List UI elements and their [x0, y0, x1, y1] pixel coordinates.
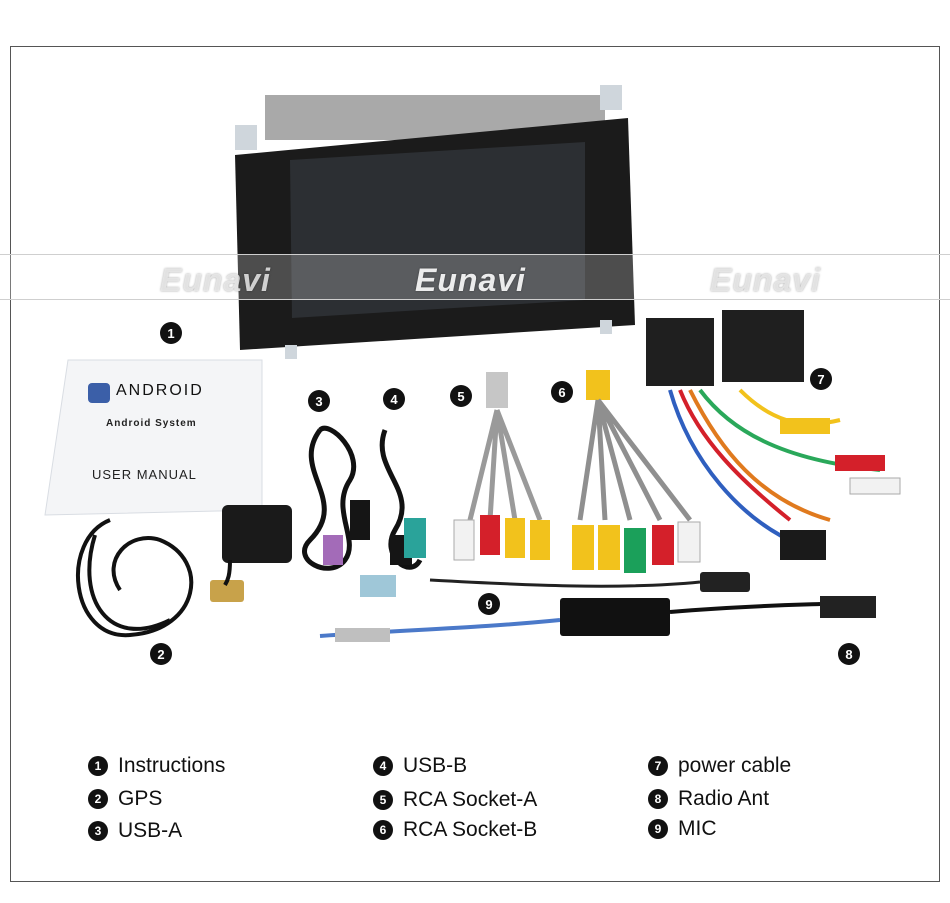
- legend-num: 1: [88, 756, 108, 776]
- legend-item-mic: 9 MIC: [648, 815, 717, 843]
- marker-8: 8: [838, 643, 860, 665]
- legend-label: Instructions: [118, 754, 226, 777]
- usb-a-cable: [302, 425, 370, 571]
- watermark-left: Eunavi: [160, 262, 271, 298]
- legend-item-power-cable: 7 power cable: [648, 752, 791, 780]
- marker-7: 7: [810, 368, 832, 390]
- gps-antenna: [76, 505, 292, 638]
- legend-label: MIC: [678, 817, 717, 840]
- watermark-center: Eunavi: [415, 262, 526, 298]
- watermark-right: Eunavi: [710, 262, 821, 298]
- marker-4: 4: [383, 388, 405, 410]
- rca-socket-a: [453, 372, 550, 561]
- legend-item-usb-a: 3 USB-A: [88, 817, 182, 845]
- legend-num: 5: [373, 790, 393, 810]
- marker-1: 1: [160, 322, 182, 344]
- marker-2: 2: [150, 643, 172, 665]
- marker-6: 6: [551, 381, 573, 403]
- legend-label: USB-A: [118, 819, 183, 842]
- mic-cable: [429, 572, 750, 592]
- rca-socket-b: [572, 370, 701, 573]
- radio-antenna: [319, 596, 876, 642]
- marker-9: 9: [478, 593, 500, 615]
- watermark-band: [0, 254, 950, 300]
- legend-num: 3: [88, 821, 108, 841]
- legend-item-radio-ant: 8 Radio Ant: [648, 785, 769, 813]
- manual-brand-text: ANDROID: [116, 382, 204, 399]
- legend-label: power cable: [678, 754, 792, 777]
- legend-item-gps: 2 GPS: [88, 785, 162, 813]
- legend-item-rca-socket-a: 5 RCA Socket-A: [373, 786, 537, 814]
- legend-item-instructions: 1 Instructions: [88, 752, 225, 780]
- legend-label: USB-B: [403, 754, 468, 777]
- manual-title-text: USER MANUAL: [92, 467, 197, 482]
- legend-label: GPS: [118, 787, 163, 810]
- legend-label: RCA Socket-B: [403, 818, 538, 841]
- legend-label: RCA Socket-A: [403, 788, 538, 811]
- head-unit: [235, 85, 635, 359]
- usb-b-cable: [360, 429, 426, 597]
- legend-item-usb-b: 4 USB-B: [373, 752, 467, 780]
- legend-num: 4: [373, 756, 393, 776]
- manual-system-text: Android System: [106, 418, 197, 429]
- legend-num: 8: [648, 789, 668, 809]
- legend-num: 7: [648, 756, 668, 776]
- user-manual: [44, 359, 263, 516]
- legend-num: 9: [648, 819, 668, 839]
- power-cable: [646, 310, 901, 560]
- legend-num: 6: [373, 820, 393, 840]
- legend-num: 2: [88, 789, 108, 809]
- legend-item-rca-socket-b: 6 RCA Socket-B: [373, 816, 537, 844]
- marker-5: 5: [450, 385, 472, 407]
- legend-label: Radio Ant: [678, 787, 770, 810]
- image-frame: [10, 46, 940, 882]
- marker-3: 3: [308, 390, 330, 412]
